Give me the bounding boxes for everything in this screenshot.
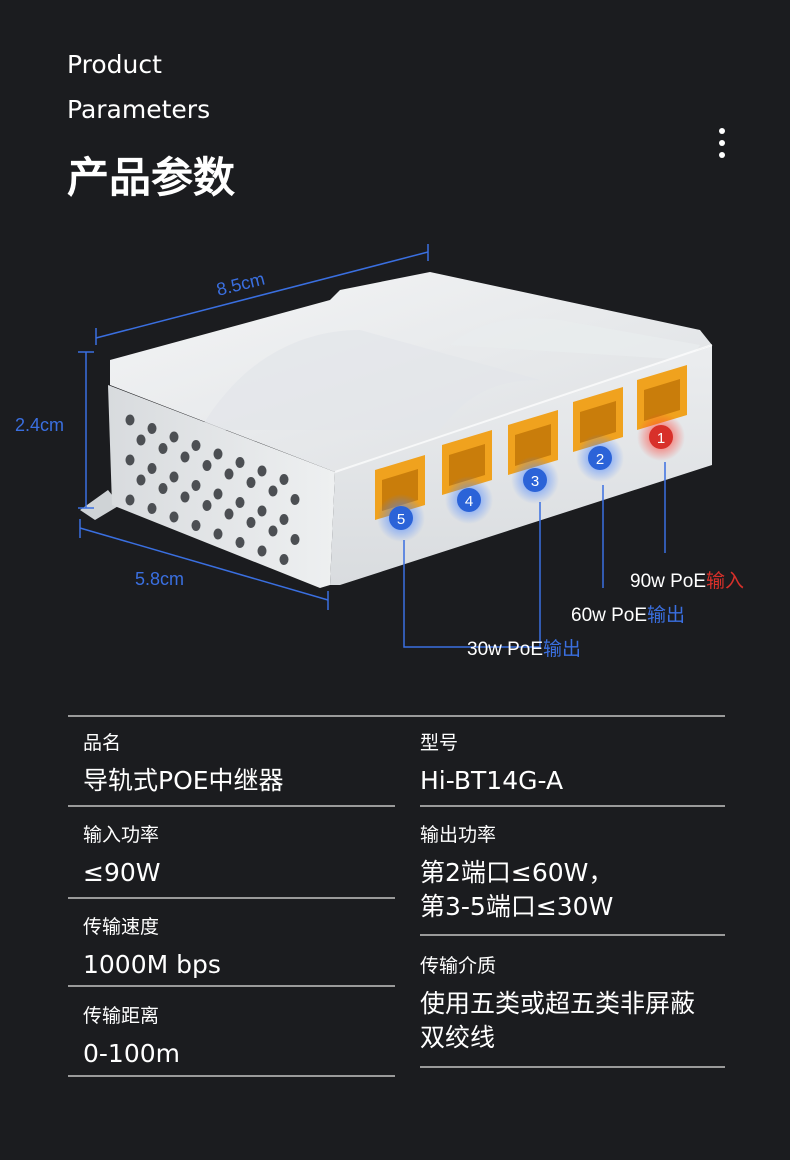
vent-hole	[125, 414, 135, 426]
title-en-line2: Parameters	[67, 95, 211, 124]
vent-hole	[147, 423, 157, 434]
spec-model-value: Hi-BT14G-A	[420, 766, 564, 795]
vent-hole	[213, 488, 223, 500]
spec-model: 型号 Hi-BT14G-A	[420, 730, 563, 798]
vent-hole	[180, 491, 190, 503]
callout-output-30w: 30w PoE输出	[467, 638, 581, 660]
port-badge-5	[389, 506, 413, 530]
vent-hole	[246, 517, 256, 528]
vent-hole	[279, 474, 289, 485]
vent-hole	[191, 480, 201, 491]
vent-hole	[191, 520, 201, 531]
port-label-5: 5	[397, 511, 405, 528]
divider-right-3	[420, 1066, 725, 1068]
spec-model-label: 型号	[420, 732, 459, 754]
spec-input-power-value: ≤90W	[83, 858, 161, 887]
vent-hole	[290, 494, 300, 505]
title-en-line1: Product	[67, 50, 162, 79]
spec-output-power: 输出功率 第2端口≤60W， 第3-5端口≤30W	[420, 822, 613, 924]
spec-input-power: 输入功率 ≤90W	[83, 822, 160, 890]
divider-left-1	[68, 805, 395, 807]
port-label-2: 2	[596, 451, 604, 468]
dim-width-label: 5.8cm	[135, 569, 184, 589]
vent-grille	[125, 414, 300, 565]
vent-hole	[257, 545, 267, 557]
divider-right-2	[420, 934, 725, 936]
vent-hole	[158, 443, 168, 454]
spec-input-power-label: 输入功率	[83, 824, 160, 846]
spec-output-power-value-2: 第3-5端口≤30W	[420, 892, 614, 921]
divider-left-3	[68, 985, 395, 987]
vent-hole	[257, 465, 267, 477]
port-2	[573, 387, 623, 452]
vent-hole	[224, 468, 234, 480]
vent-hole	[213, 528, 223, 540]
divider-left-4	[68, 1075, 395, 1077]
spec-name: 品名 导轨式POE中继器	[83, 730, 284, 798]
vent-hole	[257, 505, 267, 517]
divider-left-2	[68, 897, 395, 899]
page-title: 产品参数	[67, 153, 236, 202]
vent-hole	[279, 514, 289, 525]
table-top-divider	[68, 715, 725, 717]
vent-hole	[235, 457, 245, 468]
vent-hole	[202, 460, 212, 471]
vent-hole	[290, 534, 300, 545]
port-badge-2	[588, 446, 612, 470]
port-1	[637, 365, 687, 430]
port-label-4: 4	[465, 493, 473, 510]
spec-speed: 传输速度 1000M bps	[83, 914, 221, 982]
divider-right-1	[420, 805, 725, 807]
dimension-lines	[78, 244, 429, 610]
vent-hole	[169, 511, 179, 523]
vent-hole	[279, 554, 289, 565]
spec-medium: 传输介质 使用五类或超五类非屏蔽 双绞线	[420, 953, 695, 1055]
vent-hole	[191, 440, 201, 451]
vent-hole	[158, 483, 168, 494]
spec-name-label: 品名	[83, 732, 122, 754]
spec-speed-label: 传输速度	[83, 916, 160, 938]
spec-distance: 传输距离 0-100m	[83, 1003, 180, 1071]
vent-hole	[224, 508, 234, 520]
port-badge-4	[457, 488, 481, 512]
more-vertical-icon[interactable]	[715, 128, 729, 164]
dim-height-label: 2.4cm	[15, 415, 64, 435]
spec-medium-label: 传输介质	[420, 955, 497, 977]
callout-input: 90w PoE输入	[630, 570, 744, 592]
vent-hole	[235, 537, 245, 548]
spec-output-power-value-1: 第2端口≤60W，	[420, 858, 614, 887]
port-badge-1	[649, 425, 673, 449]
port-label-1: 1	[657, 430, 665, 447]
spec-medium-value-1: 使用五类或超五类非屏蔽	[420, 989, 696, 1018]
vent-hole	[268, 485, 278, 497]
spec-medium-value-2: 双绞线	[420, 1023, 496, 1052]
vent-hole	[169, 431, 179, 443]
vent-hole	[213, 448, 223, 460]
vent-hole	[136, 474, 146, 486]
vent-hole	[268, 525, 278, 537]
vent-hole	[147, 503, 157, 514]
spec-speed-value: 1000M bps	[83, 950, 221, 979]
spec-distance-label: 传输距离	[83, 1005, 160, 1027]
vent-hole	[125, 454, 135, 466]
vent-hole	[169, 471, 179, 483]
vent-hole	[202, 500, 212, 511]
vent-hole	[136, 434, 146, 446]
spec-distance-value: 0-100m	[83, 1039, 180, 1068]
vent-hole	[125, 494, 135, 506]
vent-hole	[180, 451, 190, 463]
callout-output-60w: 60w PoE输出	[571, 604, 685, 626]
callout-lines	[403, 462, 666, 648]
port-badge-3	[523, 468, 547, 492]
port-label-3: 3	[531, 473, 539, 490]
product-diagram: 5 4 3 2 1 8.5cm 2.4cm 5.8cm 90w PoE输入 60…	[15, 244, 744, 660]
spec-name-value: 导轨式POE中继器	[83, 766, 284, 795]
vent-hole	[147, 463, 157, 474]
vent-hole	[246, 477, 256, 488]
spec-output-power-label: 输出功率	[420, 824, 497, 846]
vent-hole	[235, 497, 245, 508]
